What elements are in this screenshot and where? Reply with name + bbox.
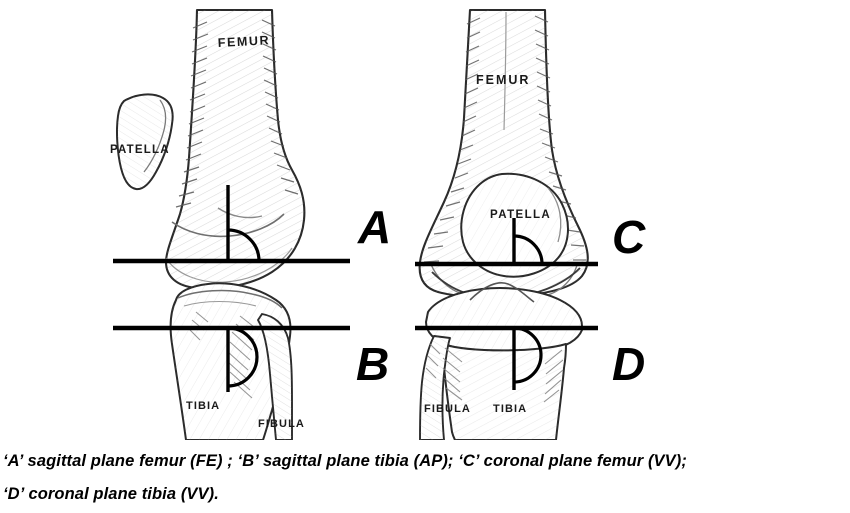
- panel-letter-c: C: [612, 211, 646, 263]
- sagittal-patella-facet: [143, 99, 167, 173]
- coronal-patella-facet: [547, 187, 562, 243]
- panel-c-angle-arc: [513, 234, 544, 265]
- sagittal-tibia-label: TIBIA: [186, 400, 220, 412]
- coronal-tibia-shaft-shading: [442, 344, 566, 440]
- coronal-femur-label: FEMUR: [476, 73, 530, 87]
- coronal-patella-label: PATELLA: [490, 209, 551, 221]
- sagittal-patella-shading: [117, 94, 173, 190]
- panel-letter-d: D: [612, 338, 645, 390]
- coronal-tibia-label: TIBIA: [493, 403, 527, 415]
- panel-letter-a: A: [357, 201, 391, 253]
- panel-d-angle-arc: [513, 326, 543, 384]
- caption-line-1: ‘A’ sagittal plane femur (FE) ; ‘B’ sagi…: [3, 452, 687, 470]
- panel-b-axes: [113, 325, 350, 392]
- sagittal-fibula-label: FIBULA: [258, 418, 305, 430]
- sagittal-femur-right-hatch: [261, 19, 299, 195]
- sagittal-view-group: FEMUR PATELLA: [110, 8, 350, 440]
- caption-line-2: ‘D’ coronal plane tibia (VV).: [3, 485, 219, 503]
- sagittal-patella: PATELLA: [110, 93, 174, 191]
- sagittal-tibia-fibula: TIBIA FIBULA: [169, 282, 305, 440]
- coronal-tibia-plateau-shading: [426, 288, 582, 354]
- sagittal-tibia-plateau-inner: [183, 301, 257, 307]
- sagittal-femur-notch: [217, 207, 263, 219]
- sagittal-femur-shading: [166, 10, 305, 289]
- sagittal-fibula-shading: [258, 314, 292, 440]
- coronal-femur-left-hatch: [423, 17, 481, 263]
- coronal-tibia-hatch: [425, 343, 564, 403]
- coronal-femur-midline: [503, 11, 507, 131]
- panel-letter-b: B: [356, 338, 389, 390]
- panel-a-axes: [113, 185, 350, 264]
- coronal-tibial-eminence: [469, 282, 535, 303]
- panel-c-axes: [415, 218, 598, 267]
- coronal-tibia-fibula: FIBULA TIBIA: [419, 282, 583, 440]
- diagram-svg: FEMUR PATELLA: [110, 8, 646, 440]
- sagittal-femur-condyle-contour: [171, 213, 285, 238]
- sagittal-femur-label: FEMUR: [217, 33, 270, 50]
- sagittal-tibia-plateau: [177, 289, 283, 309]
- anatomical-diagram: FEMUR PATELLA: [110, 8, 646, 440]
- figure-caption: ‘A’ sagittal plane femur (FE) ; ‘B’ sagi…: [0, 440, 850, 513]
- coronal-view-group: FEMUR PATELLA: [415, 8, 598, 440]
- panel-b-angle-arc: [227, 326, 259, 388]
- coronal-fibula-label: FIBULA: [424, 403, 471, 415]
- coronal-fibula-shading: [420, 336, 450, 440]
- panel-a-angle-arc: [227, 228, 261, 262]
- coronal-femur-right-hatch: [534, 15, 586, 261]
- sagittal-patella-label: PATELLA: [110, 144, 170, 156]
- sagittal-femur-left-hatch: [175, 21, 209, 208]
- panel-d-axes: [415, 325, 598, 390]
